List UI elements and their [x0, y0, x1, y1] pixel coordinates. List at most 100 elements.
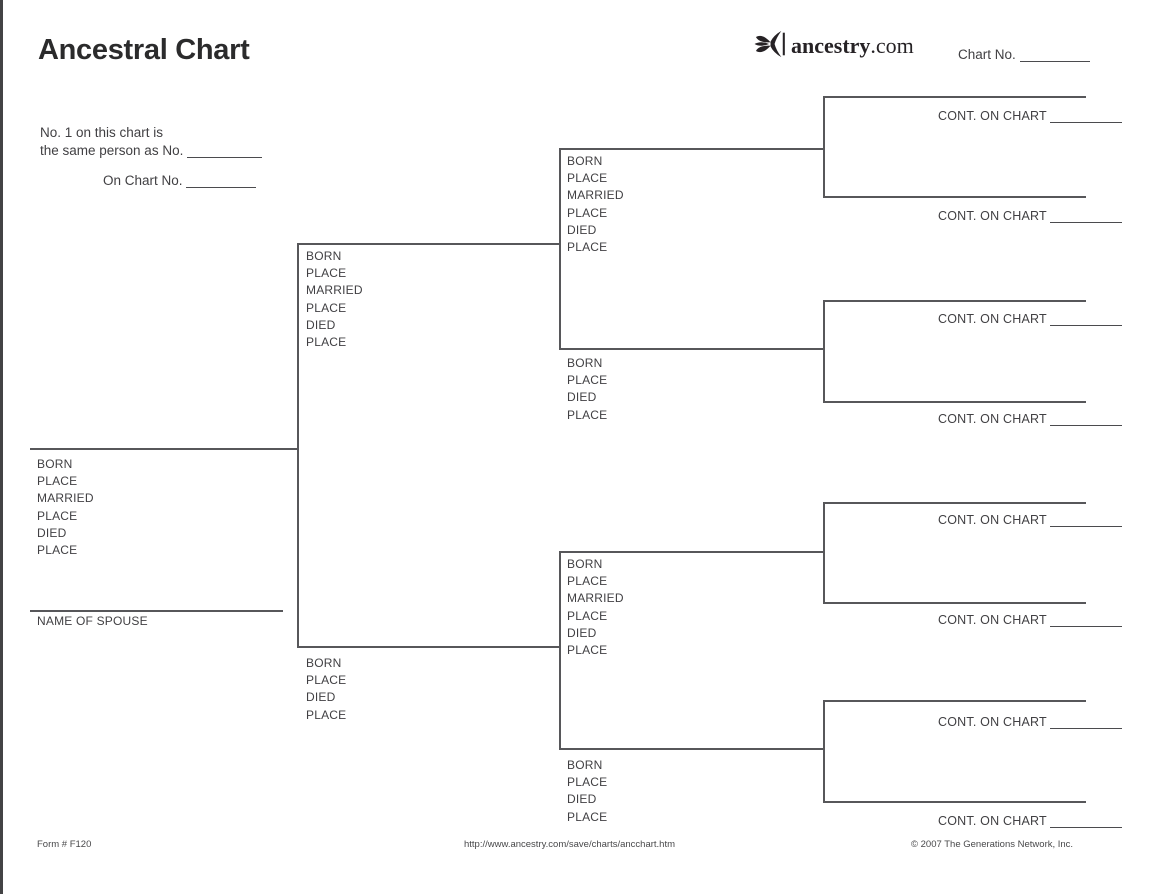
field-label: MARRIED [37, 491, 94, 506]
page-title: Ancestral Chart [38, 34, 250, 66]
cont-on-chart-entry: CONT. ON CHART [938, 412, 1123, 426]
field-label: PLACE [306, 300, 347, 315]
chart-no-label: Chart No. [958, 47, 1016, 62]
on-chart-no-blank [186, 174, 257, 188]
cont-on-chart-entry: CONT. ON CHART [938, 513, 1123, 527]
field-label: PLACE [567, 373, 608, 388]
field-label: PLACE [567, 205, 608, 220]
gen4-connector-1 [823, 96, 825, 197]
name-line-maternal-grandmother [559, 748, 823, 750]
cont-chart-no-blank [1050, 814, 1123, 828]
field-label: PLACE [306, 707, 347, 722]
form-number: Form # F120 [37, 839, 92, 850]
cont-on-chart-label: CONT. ON CHART [938, 613, 1047, 627]
cont-on-chart-entry: CONT. ON CHART [938, 209, 1123, 223]
maternal-grandmother-fields: BORN PLACE DIED PLACE [567, 757, 607, 826]
cont-chart-no-blank [1050, 715, 1123, 729]
field-label: DIED [306, 317, 336, 332]
name-line-great-grandparent-7 [823, 700, 1086, 702]
mother-fields: BORN PLACE DIED PLACE [306, 655, 346, 724]
field-label: DIED [567, 625, 597, 640]
reference-note: No. 1 on this chart is the same person a… [40, 124, 263, 160]
field-label: DIED [567, 390, 597, 405]
name-line-great-grandparent-8 [823, 801, 1086, 803]
field-label: PLACE [567, 775, 608, 790]
ancestry-logo: ancestry.com [754, 28, 914, 64]
field-label: PLACE [567, 643, 608, 658]
name-line-great-grandparent-1 [823, 96, 1086, 98]
paternal-grandmother-fields: BORN PLACE DIED PLACE [567, 355, 607, 424]
field-label: PLACE [37, 474, 78, 489]
cont-chart-no-blank [1050, 109, 1123, 123]
field-label: BORN [37, 457, 73, 471]
name-line-great-grandparent-6 [823, 602, 1086, 604]
name-line-paternal-grandfather [559, 148, 823, 150]
cont-on-chart-label: CONT. ON CHART [938, 209, 1047, 223]
cont-on-chart-entry: CONT. ON CHART [938, 613, 1123, 627]
cont-on-chart-label: CONT. ON CHART [938, 312, 1047, 326]
reference-line2-row: the same person as No. [40, 142, 263, 160]
field-label: PLACE [567, 809, 608, 824]
cont-on-chart-entry: CONT. ON CHART [938, 715, 1123, 729]
name-line-great-grandparent-3 [823, 300, 1086, 302]
name-line-paternal-grandmother [559, 348, 823, 350]
name-line-great-grandparent-4 [823, 401, 1086, 403]
field-label: DIED [567, 222, 597, 237]
field-label: MARRIED [567, 188, 624, 203]
name-line-mother [297, 646, 560, 648]
field-label: DIED [37, 525, 67, 540]
field-label: PLACE [567, 608, 608, 623]
reference-line1: No. 1 on this chart is [40, 125, 164, 140]
maternal-grandfather-fields: BORN PLACE MARRIED PLACE DIED PLACE [567, 556, 624, 659]
field-label: DIED [567, 792, 597, 807]
reference-line2: the same person as No. [40, 142, 184, 158]
field-label: PLACE [567, 171, 608, 186]
cont-on-chart-entry: CONT. ON CHART [938, 109, 1123, 123]
field-label: MARRIED [306, 283, 363, 298]
reference-line3: On Chart No. [103, 173, 183, 188]
paternal-grandfather-fields: BORN PLACE MARRIED PLACE DIED PLACE [567, 153, 624, 256]
name-line-maternal-grandfather [559, 551, 823, 553]
name-line-great-grandparent-2 [823, 196, 1086, 198]
logo-name: ancestry [791, 33, 871, 58]
gen3-paternal-connector [559, 148, 561, 349]
footer-url: http://www.ancestry.com/save/charts/ancc… [464, 839, 676, 850]
chart-no-blank [1019, 48, 1090, 62]
spouse-label: NAME OF SPOUSE [37, 614, 148, 628]
gen4-connector-2 [823, 300, 825, 401]
self-fields: BORN PLACE MARRIED PLACE DIED PLACE [37, 456, 94, 559]
name-line-spouse [30, 610, 283, 612]
on-chart-no-row: On Chart No. [103, 173, 257, 188]
field-label: PLACE [37, 543, 78, 558]
gen4-connector-3 [823, 502, 825, 603]
footer-copyright: © 2007 The Generations Network, Inc. [911, 839, 1074, 850]
field-label: BORN [567, 758, 603, 772]
cont-on-chart-label: CONT. ON CHART [938, 715, 1047, 729]
field-label: BORN [306, 249, 342, 263]
chart-no-field: Chart No. [958, 47, 1090, 62]
cont-chart-no-blank [1050, 209, 1123, 223]
cont-chart-no-blank [1050, 613, 1123, 627]
ancestry-leaf-icon [754, 28, 788, 65]
same-person-no-blank [187, 144, 263, 158]
field-label: BORN [567, 356, 603, 370]
field-label: PLACE [306, 266, 347, 281]
cont-on-chart-label: CONT. ON CHART [938, 814, 1047, 828]
logo-wordmark: ancestry.com [791, 33, 914, 59]
field-label: PLACE [306, 673, 347, 688]
field-label: PLACE [567, 574, 608, 589]
cont-on-chart-entry: CONT. ON CHART [938, 312, 1123, 326]
name-line-father [297, 243, 560, 245]
cont-on-chart-label: CONT. ON CHART [938, 513, 1047, 527]
gen4-connector-4 [823, 700, 825, 802]
field-label: PLACE [306, 335, 347, 350]
field-label: DIED [306, 690, 336, 705]
name-line-great-grandparent-5 [823, 502, 1086, 504]
cont-on-chart-entry: CONT. ON CHART [938, 814, 1123, 828]
cont-chart-no-blank [1050, 513, 1123, 527]
field-label: BORN [306, 656, 342, 670]
cont-chart-no-blank [1050, 312, 1123, 326]
field-label: MARRIED [567, 591, 624, 606]
field-label: PLACE [567, 407, 608, 422]
